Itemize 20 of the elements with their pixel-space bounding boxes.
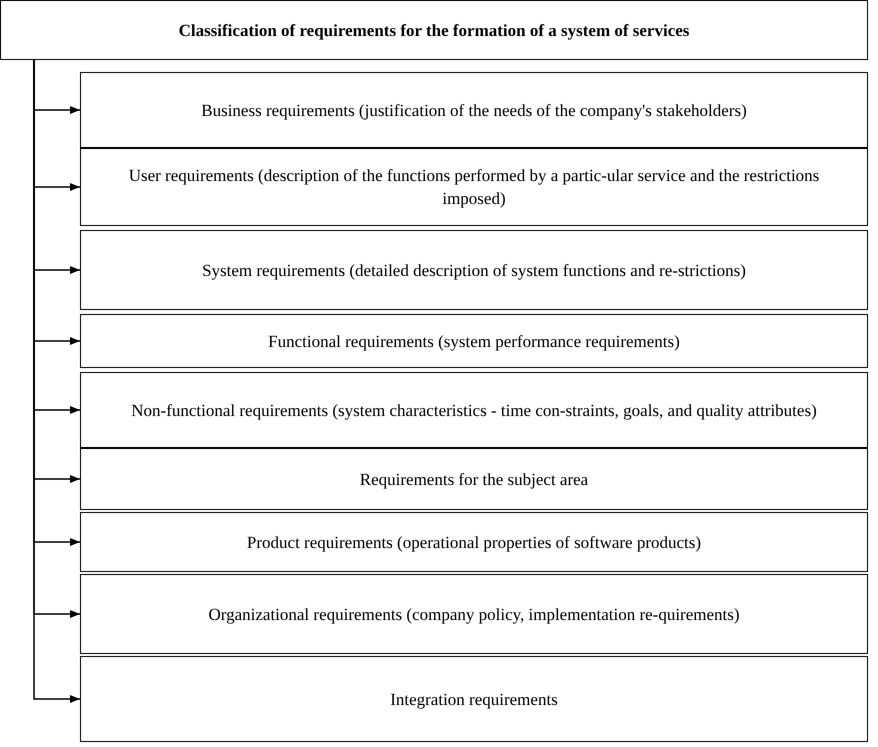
requirement-text: Functional requirements (system performance requirements): [268, 330, 680, 352]
requirement-text: Integration requirements: [390, 688, 558, 710]
requirement-text: Business requirements (justification of the needs of the company's stakeholders): [201, 100, 747, 122]
requirement-text: System requirements (detailed description of system functions and re-strictions): [202, 260, 746, 282]
requirement-box: [80, 512, 868, 572]
requirement-box: [80, 372, 868, 448]
requirement-box: [80, 656, 868, 742]
requirement-box: [80, 448, 868, 510]
requirement-box: [80, 72, 868, 148]
requirement-text: Requirements for the subject area: [360, 468, 588, 490]
requirement-text: Organizational requirements (company policy, implementation re-quirements): [208, 604, 740, 626]
title-box: [0, 0, 868, 60]
requirement-box: [80, 314, 868, 368]
requirement-text: Non-functional requirements (system characteristics - time con-straints, goals, and quality attributes): [131, 400, 817, 422]
requirement-text: User requirements (description of the functions performed by a partic-ular service and the restrictions imposed): [128, 165, 820, 210]
requirement-box: [80, 230, 868, 310]
title-text: Classification of requirements for the formation of a system of services: [178, 20, 690, 42]
requirement-box: [80, 574, 868, 654]
requirement-box: [80, 148, 868, 226]
requirement-text: Product requirements (operational properties of software products): [246, 532, 702, 554]
